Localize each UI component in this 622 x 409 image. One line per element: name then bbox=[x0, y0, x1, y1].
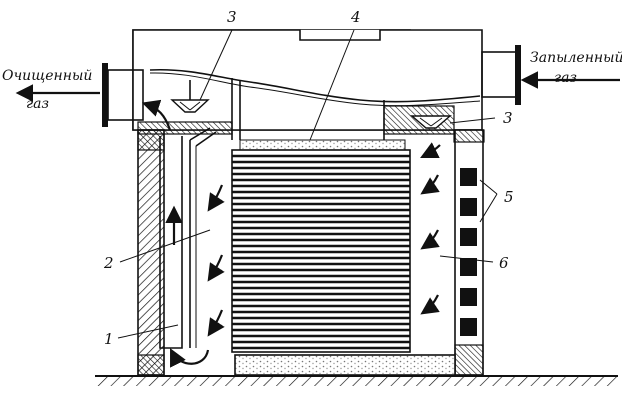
filter-plates bbox=[231, 149, 411, 353]
inlet-label-line2: газ bbox=[554, 70, 577, 86]
label-6: 6 bbox=[499, 254, 509, 272]
right-wall bbox=[454, 129, 484, 376]
flow-arrow-icon bbox=[420, 294, 440, 315]
flow-arrow-icon bbox=[207, 184, 225, 212]
outlet-label-line2: газ bbox=[26, 96, 49, 112]
ground bbox=[95, 375, 618, 386]
flow-arrow-icon bbox=[141, 99, 172, 131]
nozzle-right bbox=[410, 115, 452, 129]
flow-arrow-icon bbox=[420, 229, 440, 250]
flow-arrow-icon bbox=[170, 348, 210, 368]
flow-arrow-icon bbox=[420, 142, 441, 158]
flow-arrow-icon bbox=[207, 309, 225, 337]
wall-openings bbox=[460, 168, 477, 336]
dust-bin bbox=[234, 354, 456, 376]
outlet-label-line1: Очищенный bbox=[2, 68, 92, 84]
label-5: 5 bbox=[504, 188, 514, 206]
inlet-label-line1: Запыленный bbox=[530, 50, 622, 66]
flow-arrow-icon bbox=[207, 254, 225, 282]
dust-layer-top bbox=[239, 139, 406, 151]
label-2: 2 bbox=[103, 254, 114, 272]
top-slabs bbox=[137, 78, 485, 143]
inlet-duct bbox=[481, 45, 521, 105]
label-3-right: 3 bbox=[503, 109, 513, 127]
nozzle-left bbox=[170, 80, 210, 113]
label-3-left: 3 bbox=[227, 8, 237, 26]
riser-pipe bbox=[159, 127, 217, 349]
flow-arrows bbox=[15, 71, 620, 368]
outlet-duct bbox=[102, 63, 144, 127]
label-4: 4 bbox=[350, 8, 361, 26]
leader-lines bbox=[117, 29, 498, 339]
flow-arrow-icon bbox=[420, 174, 440, 195]
label-1: 1 bbox=[104, 330, 114, 348]
